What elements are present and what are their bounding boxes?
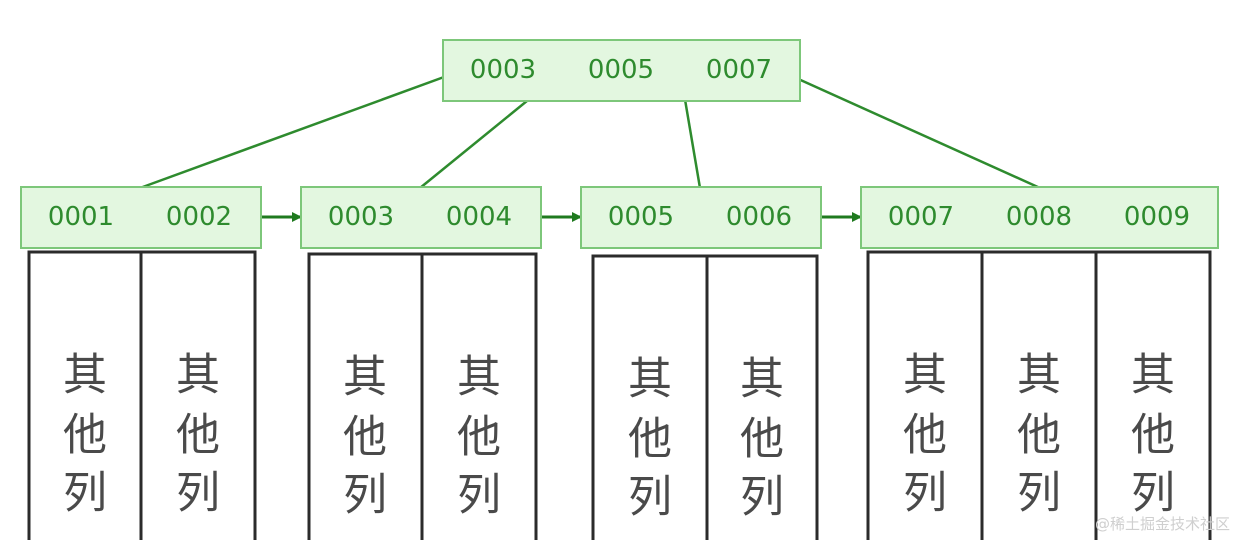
row-column: 其 他 列 (866, 250, 984, 540)
root-node: 0003 0005 0007 (442, 39, 801, 102)
cell-char: 他 (1131, 410, 1175, 461)
cell-char: 列 (176, 468, 220, 519)
row-column-box (139, 250, 257, 540)
cell-char: 其 (903, 350, 947, 401)
row-column-box (27, 250, 143, 540)
cell-char: 他 (457, 412, 501, 463)
row-column-box (705, 254, 819, 540)
watermark: @稀土掘金技术社区 (1094, 515, 1230, 533)
cell-char: 他 (1017, 410, 1061, 461)
row-columns: 其 他 列 其 他 列 其 他 列 其 他 列 其 他 列 (27, 250, 1212, 540)
cell-char: 他 (740, 414, 784, 465)
row-column: 其 他 列 (705, 254, 819, 540)
leaf-node-1: 0001 0002 (20, 186, 262, 249)
row-column: 其 他 列 (420, 252, 538, 540)
leaf-key: 0005 (608, 202, 674, 232)
row-column-box (1094, 250, 1212, 540)
row-column: 其 他 列 (139, 250, 257, 540)
root-node-box (442, 39, 801, 102)
row-column: 其 他 列 (307, 252, 424, 540)
cell-char: 其 (63, 350, 107, 401)
cell-char: 其 (176, 350, 220, 401)
leaf-node-box (20, 186, 262, 249)
cell-char: 其 (628, 354, 672, 405)
root-key: 0005 (588, 55, 654, 85)
cell-char: 他 (628, 414, 672, 465)
leaf-key: 0002 (166, 202, 232, 232)
cell-char: 列 (903, 468, 947, 519)
cell-char: 列 (628, 472, 672, 523)
leaf-node-2: 0003 0004 (300, 186, 542, 249)
leaf-key: 0004 (446, 202, 512, 232)
leaf-key: 0003 (328, 202, 394, 232)
cell-char: 其 (1017, 350, 1061, 401)
cell-char: 列 (63, 468, 107, 519)
row-column: 其 他 列 (980, 250, 1098, 540)
leaf-node-3: 0005 0006 (580, 186, 822, 249)
cell-char: 列 (740, 472, 784, 523)
leaf-node-box (300, 186, 542, 249)
cell-char: 列 (343, 470, 387, 521)
cell-char: 他 (176, 410, 220, 461)
link-root-to-leaf-1 (139, 71, 456, 190)
cell-char: 列 (1017, 468, 1061, 519)
cell-char: 其 (1131, 350, 1175, 401)
cell-char: 其 (740, 354, 784, 405)
root-key: 0003 (470, 55, 536, 85)
row-column: 其 他 列 (27, 250, 143, 540)
row-column: 其 他 列 (1094, 250, 1212, 540)
leaf-node-box (860, 186, 1219, 249)
cell-char: 其 (343, 352, 387, 403)
leaf-node-box (580, 186, 822, 249)
cell-char: 列 (457, 470, 501, 521)
row-column-box (591, 254, 709, 540)
cell-char: 他 (343, 412, 387, 463)
link-root-to-leaf-4 (784, 71, 1041, 190)
leaf-key: 0009 (1124, 202, 1190, 232)
cell-char: 其 (457, 352, 501, 403)
cell-char: 列 (1131, 468, 1175, 519)
row-column-box (420, 252, 538, 540)
leaf-key: 0008 (1006, 202, 1072, 232)
leaf-node-4: 0007 0008 0009 (860, 186, 1219, 249)
row-column: 其 他 列 (591, 254, 709, 540)
cell-char: 他 (903, 410, 947, 461)
leaf-key: 0007 (888, 202, 954, 232)
cell-char: 他 (63, 410, 107, 461)
root-key: 0007 (706, 55, 772, 85)
leaf-key: 0006 (726, 202, 792, 232)
row-column-box (307, 252, 424, 540)
leaf-key: 0001 (48, 202, 114, 232)
